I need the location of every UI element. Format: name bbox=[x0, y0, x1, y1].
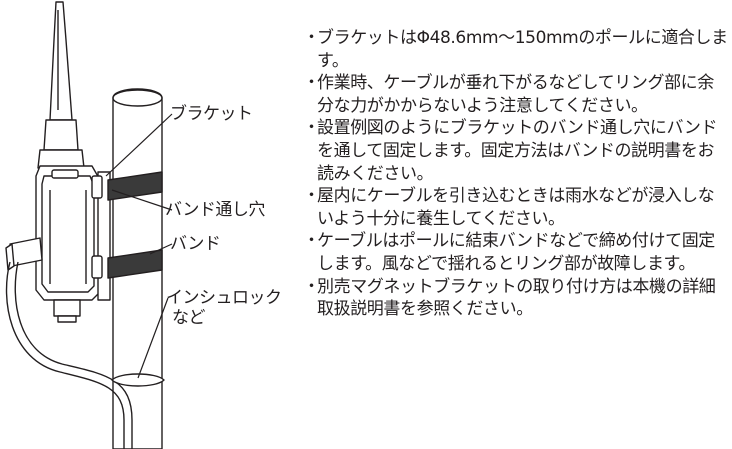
antenna bbox=[37, 1, 85, 169]
label-band-hole: バンド通し穴 bbox=[165, 200, 265, 220]
label-insulock-line2: など bbox=[172, 308, 205, 328]
cable-tie bbox=[111, 373, 165, 387]
bullet: ・ bbox=[303, 28, 320, 48]
note-item: ・設置例図のようにブラケットのバンド通し穴にバンドを通して固定します。固定方法は… bbox=[303, 117, 728, 185]
note-text: 設置例図のようにブラケットのバンド通し穴にバンドを通して固定します。固定方法はバ… bbox=[317, 118, 718, 184]
note-item: ・ブラケットはΦ48.6mm〜150mmのポールに適合します。 bbox=[303, 27, 728, 72]
cable bbox=[5, 261, 133, 449]
bullet: ・ bbox=[303, 186, 320, 207]
radio-device bbox=[5, 165, 101, 323]
note-text: 作業時、ケーブルが垂れ下がるなどしてリング部に余分な力がかからないよう注意してく… bbox=[317, 73, 714, 116]
note-text: ケーブルはポールに結束バンドなどで締め付けて固定します。風などで揺れるとリング部… bbox=[317, 231, 715, 274]
label-insulock-line1: インシュロック bbox=[166, 288, 282, 308]
leader-band-hole bbox=[111, 189, 173, 211]
bullet: ・ bbox=[303, 73, 320, 94]
bracket bbox=[91, 171, 111, 301]
label-insulock: インシュロック など bbox=[166, 288, 282, 328]
note-text: ブラケットはΦ48.6mm〜150mmのポールに適合します。 bbox=[317, 28, 728, 71]
note-item: ・作業時、ケーブルが垂れ下がるなどしてリング部に余分な力がかからないよう注意して… bbox=[303, 72, 728, 117]
note-item: ・屋内にケーブルを引き込むときは雨水などが浸入しないよう十分に養生してください。 bbox=[303, 185, 728, 230]
label-band: バンド bbox=[170, 234, 221, 254]
installation-illustration bbox=[5, 1, 173, 449]
leader-insulock bbox=[137, 297, 169, 379]
note-text: 屋内にケーブルを引き込むときは雨水などが浸入しないよう十分に養生してください。 bbox=[317, 186, 715, 229]
bullet: ・ bbox=[303, 118, 320, 139]
installation-notes: ・ブラケットはΦ48.6mm〜150mmのポールに適合します。 ・作業時、ケーブ… bbox=[303, 27, 728, 321]
note-text: 別売マグネットブラケットの取り付け方は本機の詳細取扱説明書を参照ください。 bbox=[317, 276, 716, 320]
note-item: ・ケーブルはポールに結束バンドなどで締め付けて固定します。風などで揺れるとリング… bbox=[303, 230, 728, 275]
label-bracket: ブラケット bbox=[170, 104, 253, 124]
leader-band bbox=[149, 243, 173, 255]
leader-bracket bbox=[105, 113, 173, 177]
bullet: ・ bbox=[303, 276, 320, 297]
bullet: ・ bbox=[303, 231, 320, 252]
note-item: ・別売マグネットブラケットの取り付け方は本機の詳細取扱説明書を参照ください。 bbox=[303, 276, 728, 321]
